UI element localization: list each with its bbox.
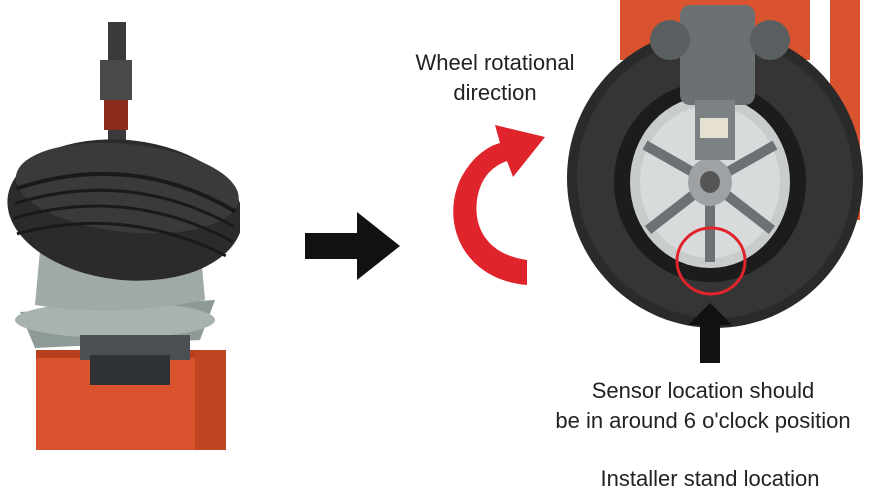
sensor-caption-line2: be in around 6 o'clock position (555, 408, 851, 433)
curved-rotation-arrow-icon (453, 125, 545, 285)
sensor-location-circle (675, 226, 747, 296)
wheel-on-balancer-photo (567, 0, 863, 328)
rotation-label-line1: Wheel rotational (415, 50, 575, 75)
rotation-direction-label: Wheel rotational direction (385, 48, 605, 108)
rotation-label-line2: direction (453, 80, 537, 105)
tire-on-changer-photo (7, 22, 240, 450)
right-arrow-icon (305, 212, 400, 280)
sensor-location-caption: Sensor location should be in around 6 o'… (522, 376, 884, 436)
sensor-caption-line1: Sensor location should (591, 378, 815, 403)
installer-stand-caption: Installer stand location (600, 466, 820, 491)
up-arrow-icon (688, 303, 732, 363)
